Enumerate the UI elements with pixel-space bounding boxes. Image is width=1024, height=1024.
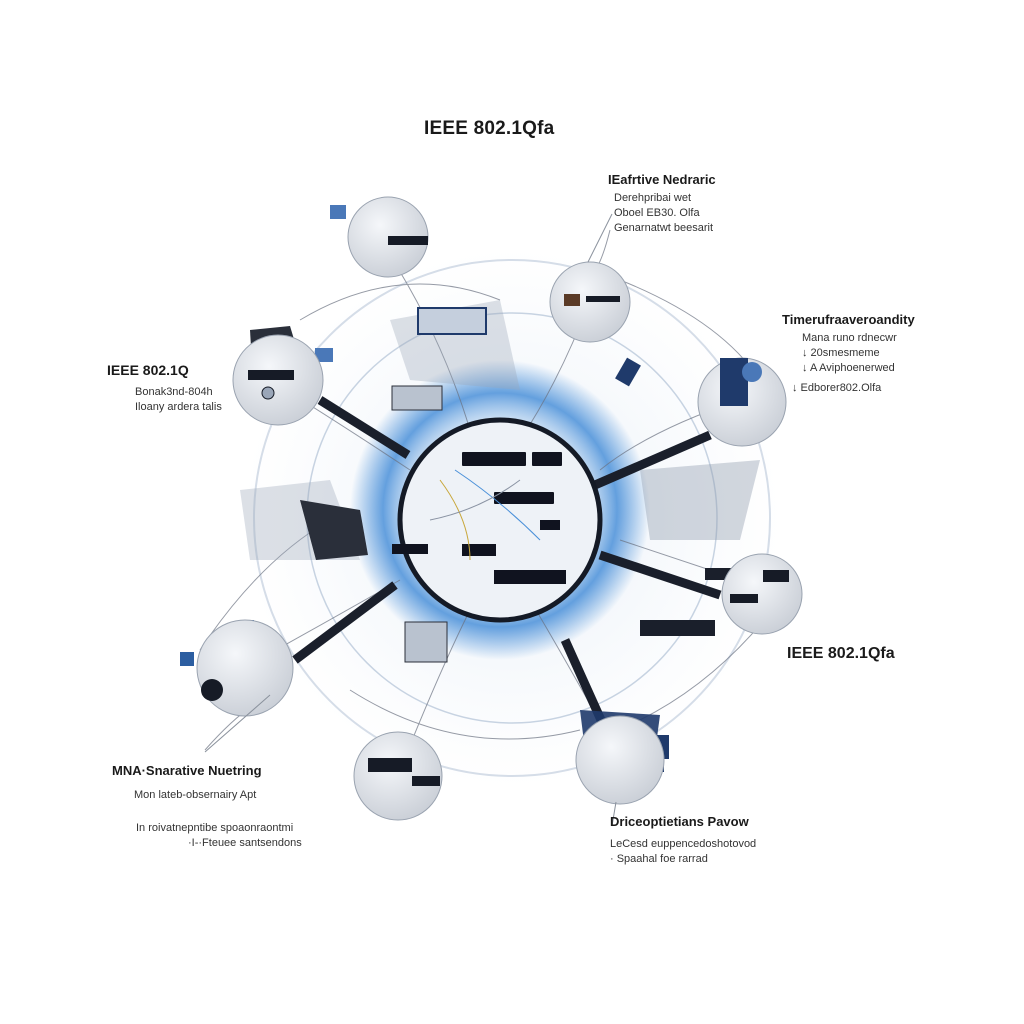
callout-line: Genarnatwt beesarit	[614, 222, 714, 234]
leader-lines	[204, 213, 617, 827]
hub-wires	[429, 469, 541, 561]
callout-line: In roivatnepntibe spoaonraontmi	[136, 822, 294, 834]
node-bottom	[353, 731, 443, 821]
callout-left: IEEE 802.1Q Bonak3nd-804h Iloany ardera …	[107, 362, 222, 415]
callout-line: Mon lateb-obsernairy Apt	[134, 789, 257, 801]
callout-line: Derehpribai wet	[614, 192, 692, 204]
callout-line: Iloany ardera talis	[135, 401, 222, 413]
callout-heading: MNA·Snarative Nuetring	[112, 763, 262, 778]
callout-line: Bonak3nd-804h	[135, 386, 213, 398]
callout-line: · Spaahal foe rarrad	[610, 853, 708, 865]
hub-devices	[392, 452, 566, 584]
callout-heading: IEEE 802.1Q	[107, 362, 189, 378]
callout-line: LeCesd euppencedoshotovod	[610, 838, 757, 850]
callout-heading: IEafrtive Nedraric	[608, 172, 716, 187]
callout-heading: Driceoptietians Pavow	[610, 814, 749, 829]
callout-top-right: IEafrtive Nedraric Derehpribai wet Oboel…	[608, 172, 716, 236]
callout-bottom-right: Driceoptietians Pavow LeCesd euppencedos…	[610, 814, 756, 867]
callout-heading: Timerufraaveroandity	[782, 312, 915, 327]
callout-right: Timerufraaveroandity Mana runo rdnecwr ↓…	[782, 312, 915, 396]
callout-line: ·I-·Fteuee santsendons	[188, 837, 302, 849]
callout-line: ↓ Edborer802.Olfa	[792, 382, 882, 394]
node-details	[201, 236, 789, 786]
outer-ring	[253, 259, 771, 777]
callout-line: Oboel EB30. Olfa	[614, 207, 700, 219]
callout-line: ↓ 20smesmeme	[802, 347, 880, 359]
node-bottom-left	[196, 619, 294, 717]
callout-line: ↓ A Aviphoenerwed	[802, 362, 895, 374]
callout-line: Mana runo rdnecwr	[802, 332, 897, 344]
callout-bottom-left: MNA·Snarative Nuetring Mon lateb-obserna…	[112, 763, 302, 851]
node-bottom-right	[575, 715, 665, 805]
page-title: IEEE 802.1Qfa	[424, 118, 555, 139]
callout-right-mid: IEEE 802.1Qfa	[787, 645, 895, 662]
